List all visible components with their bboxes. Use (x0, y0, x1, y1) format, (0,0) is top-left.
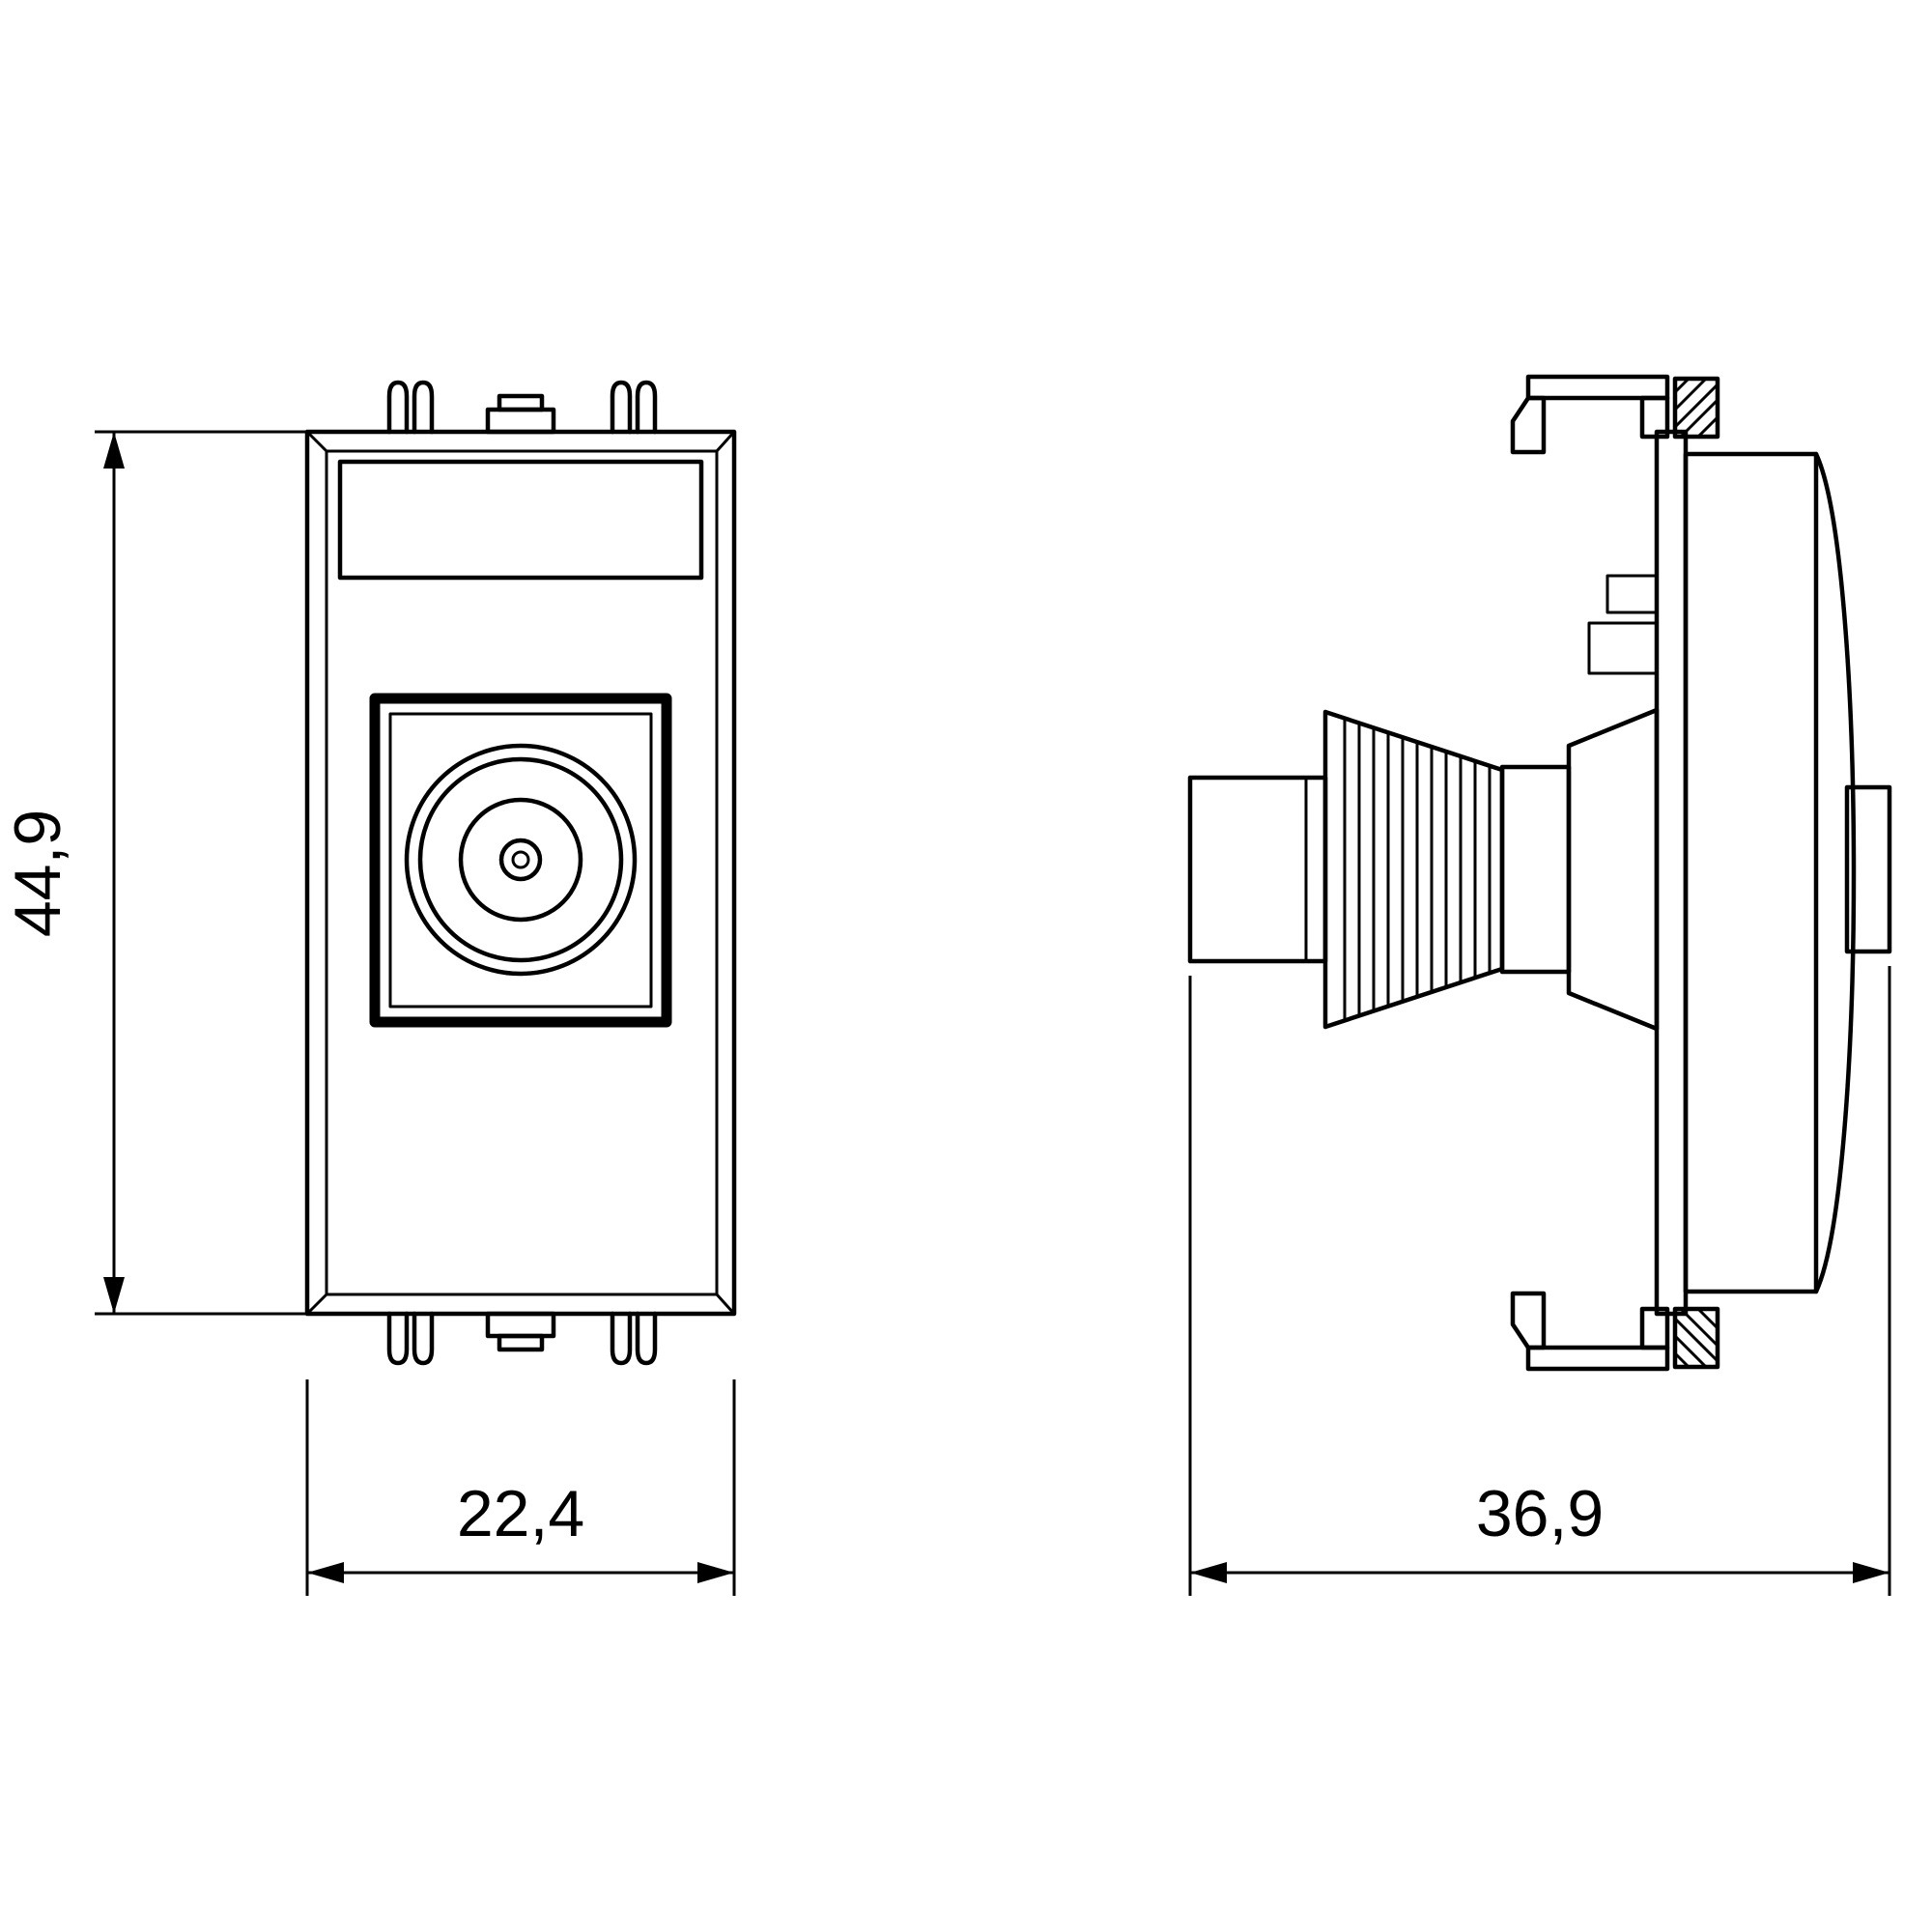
front-label-window (337, 459, 704, 581)
coax-connector-frame (369, 693, 672, 1028)
side-bezel-flange (1566, 707, 1660, 1032)
side-knurl-lines (1357, 722, 1492, 1017)
front-bevel-frame (325, 449, 719, 1296)
front-top-claws (386, 380, 658, 435)
side-neck-cylinder (1499, 764, 1572, 975)
front-bevel-corners (305, 430, 736, 1316)
side-rear-stub (1844, 784, 1892, 954)
dimension-label-height: 44,9 (1, 810, 74, 937)
arrowhead-left (307, 1562, 344, 1583)
dimension-label-front-width: 22,4 (457, 1477, 584, 1550)
side-face-plate (1654, 429, 1689, 1317)
side-top-claw (1510, 374, 1720, 455)
dimension-front-height: 44,9 (1, 430, 307, 1316)
side-back-cover-curve (1813, 451, 1857, 1294)
side-view (1187, 374, 1892, 1372)
front-view (304, 380, 737, 1366)
dimension-front-width: 22,4 (305, 1379, 736, 1596)
arrowhead-down (103, 1277, 125, 1314)
dimension-label-side-depth: 36,9 (1476, 1477, 1604, 1550)
front-top-tab (485, 393, 556, 435)
front-bottom-tab (485, 1311, 556, 1352)
side-body-box (1683, 451, 1819, 1294)
front-bottom-claws (386, 1311, 658, 1366)
side-bottom-claw (1510, 1291, 1720, 1372)
arrowhead-right (697, 1562, 734, 1583)
arrowhead-right (1853, 1562, 1889, 1583)
coax-connector-circles (404, 743, 638, 977)
side-upper-clip-tabs (1587, 574, 1659, 675)
coax-connector-frame-inner (388, 712, 653, 1009)
dimension-side-depth: 36,9 (1188, 966, 1891, 1596)
arrowhead-left (1190, 1562, 1227, 1583)
arrowhead-up (103, 432, 125, 469)
